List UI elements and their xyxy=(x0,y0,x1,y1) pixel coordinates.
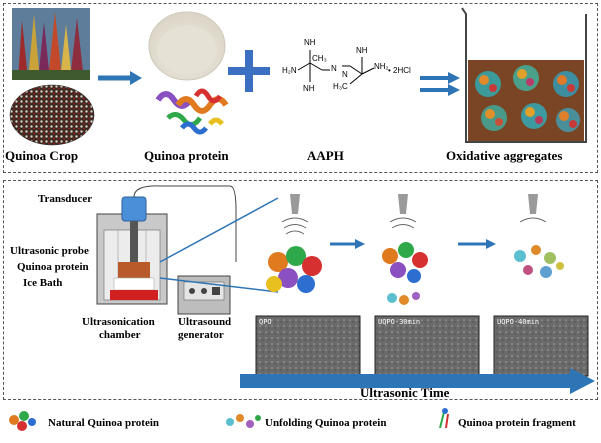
protein-powder-dish xyxy=(148,11,226,81)
label-ice-bath: Ice Bath xyxy=(23,277,63,289)
protein-structure-icon xyxy=(155,88,229,135)
zoom-line-bottom xyxy=(159,277,279,293)
stage-probe-1 xyxy=(281,194,309,235)
legend-icon-unfolding xyxy=(226,414,261,428)
aaph-nh-right: NH xyxy=(356,46,368,55)
label-quinoa-crop: Quinoa Crop xyxy=(5,148,79,163)
aaph-n-left: N xyxy=(331,64,337,73)
aaph-nh-top: NH xyxy=(304,38,316,47)
label-oxidative-aggregates: Oxidative aggregates xyxy=(446,148,563,163)
aggregate-cluster xyxy=(475,65,580,132)
process-arrow-1 xyxy=(98,71,142,85)
label-quinoa-protein: Quinoa protein xyxy=(144,148,229,163)
label-generator-line2: generator xyxy=(178,329,224,341)
label-generator-line1: Ultrasound xyxy=(178,316,232,328)
sem-label-uqpo-30: UQPO-30min xyxy=(378,318,421,326)
zoom-line-top xyxy=(159,197,279,263)
sem-image-qpo xyxy=(255,315,361,377)
label-chamber-line2: chamber xyxy=(99,329,141,341)
aaph-h2n: H₂N xyxy=(282,66,297,75)
ultrasound-generator xyxy=(177,275,231,315)
stage-aggregate-unfolding xyxy=(382,242,428,305)
legend-unfolding-quinoa-protein: Unfolding Quinoa protein xyxy=(265,417,387,429)
ultrasonication-chamber xyxy=(96,196,168,305)
sem-label-uqpo-40: UQPO-40min xyxy=(497,318,540,326)
stage-arrow-2 xyxy=(458,239,496,249)
stage-aggregate-fragment xyxy=(514,245,564,278)
process-arrow-2 xyxy=(420,72,460,96)
time-axis-arrow xyxy=(240,368,595,394)
legend-natural-quinoa-protein: Natural Quinoa protein xyxy=(48,417,160,429)
label-ultrasonic-time: Ultrasonic Time xyxy=(360,385,450,400)
legend-icon-natural xyxy=(9,411,36,431)
aaph-h3c: H₃C xyxy=(333,82,348,91)
generator-cable xyxy=(133,185,237,262)
stage-probe-2 xyxy=(389,194,417,229)
beaker-aggregates xyxy=(461,7,587,143)
aaph-nh-lower: NH xyxy=(303,84,315,93)
top-panel xyxy=(3,3,598,173)
label-chamber-line1: Ultrasonication xyxy=(82,316,155,328)
legend-quinoa-protein-fragment: Quinoa protein fragment xyxy=(458,417,576,429)
quinoa-crop-photo xyxy=(12,8,90,80)
sem-label-qpo: QPO xyxy=(259,318,272,326)
stage-probe-3 xyxy=(519,194,547,223)
aaph-ch3: CH₃ xyxy=(312,54,327,63)
label-aaph: AAPH xyxy=(307,148,344,163)
aaph-structure xyxy=(297,50,375,85)
stage-aggregate-natural xyxy=(266,246,322,293)
aaph-hcl: • 2HCl xyxy=(388,66,411,75)
aaph-n-right: N xyxy=(342,70,348,79)
label-ultrasonic-probe: Ultrasonic probe xyxy=(10,245,89,257)
bottom-panel xyxy=(3,180,598,400)
quinoa-grain-bowl xyxy=(9,84,95,146)
sem-image-uqpo-30 xyxy=(374,315,480,377)
stage-arrow-1 xyxy=(330,239,365,249)
aaph-nh2: NH₂ xyxy=(374,62,389,71)
label-transducer: Transducer xyxy=(38,193,93,205)
plus-icon xyxy=(228,50,270,92)
sem-image-uqpo-40 xyxy=(493,315,589,377)
legend-icon-fragment xyxy=(439,408,449,429)
label-quinoa-protein-sample: Quinoa protein xyxy=(17,261,89,273)
